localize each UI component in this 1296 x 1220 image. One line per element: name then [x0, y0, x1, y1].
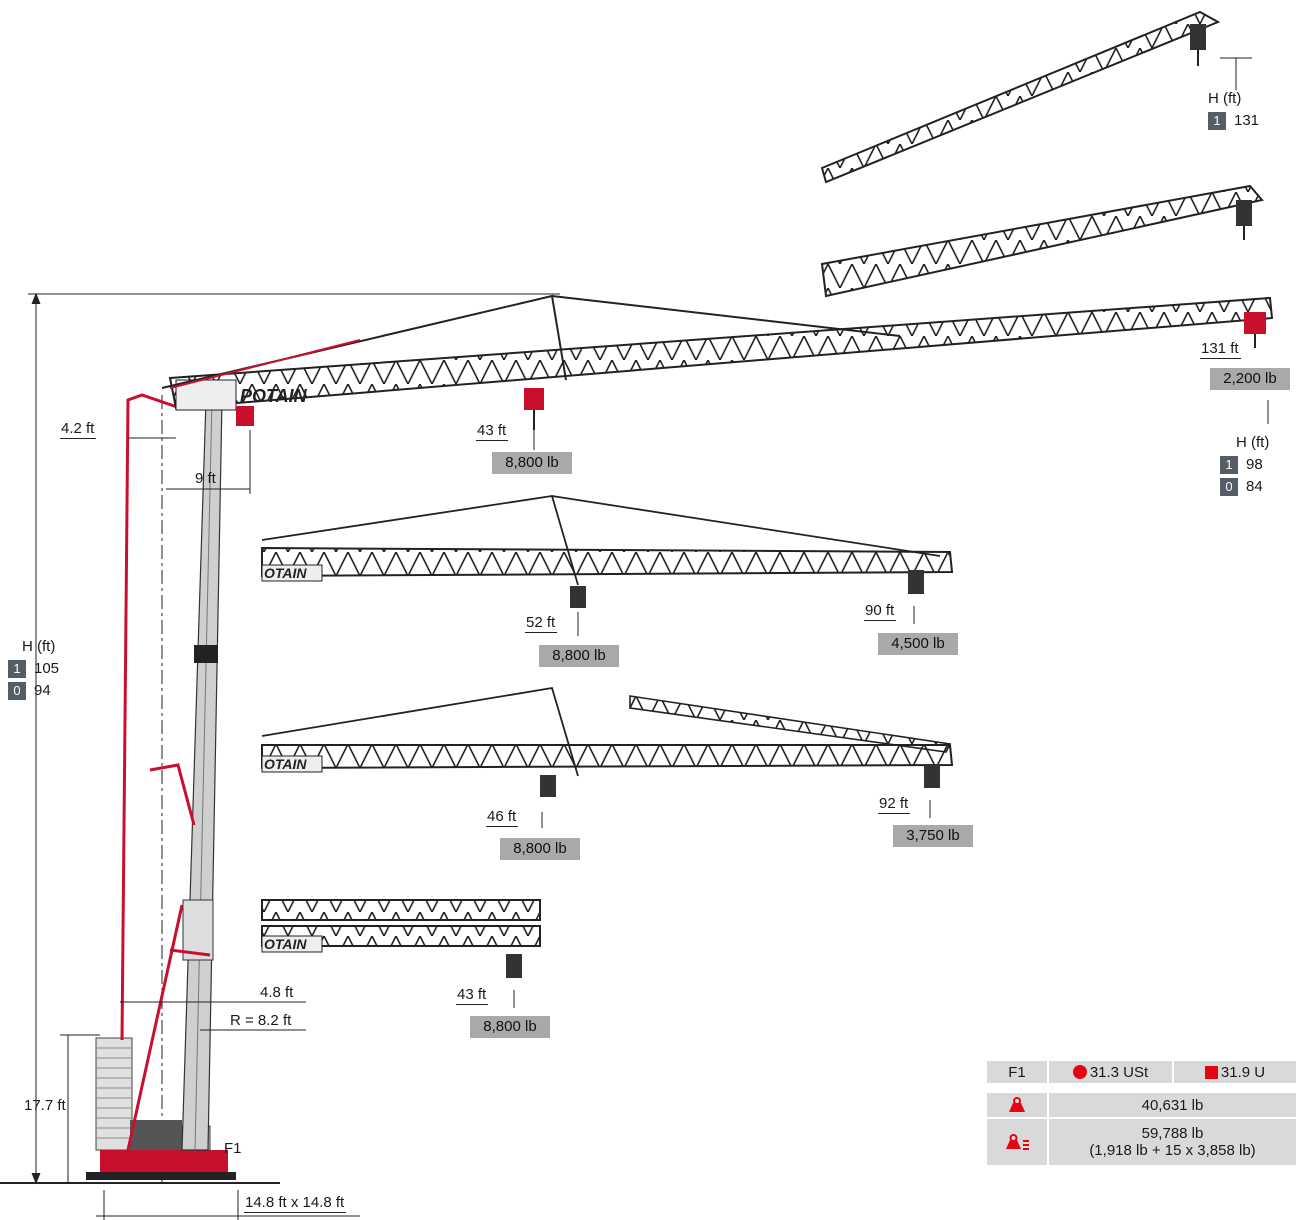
luffing-jib-upper [820, 10, 1221, 184]
ballast-height-dimension [60, 1034, 100, 1183]
main-inner-radius: 43 ft [476, 422, 509, 441]
height-code-badge: 0 [1220, 478, 1238, 496]
trolley-icon-middle [1236, 200, 1252, 240]
folded-radius: 43 ft [456, 986, 489, 1005]
height-value: 84 [1246, 478, 1263, 495]
main-jib-height-block: H (ft) 1 98 0 84 [1220, 432, 1269, 498]
trolley-icon-upper [1190, 24, 1206, 66]
main-tip-radius: 131 ft [1200, 340, 1241, 359]
trolley-icon-90-tip [908, 570, 924, 594]
height-dimension [28, 292, 560, 1185]
spec-header-col2-value: 31.3 USt [1089, 1063, 1149, 1081]
top-jib-height-block: H (ft) 1 131 [1208, 88, 1259, 132]
height-row: 1 131 [1208, 110, 1259, 132]
height-label: H (ft) [1208, 90, 1242, 107]
base-dimension-label: 14.8 ft x 14.8 ft [244, 1194, 347, 1213]
jib90-inner-radius: 52 ft [525, 614, 558, 633]
spec-header-row: F1 31.3 USt 31.9 U [987, 1061, 1296, 1083]
main-jib: POTAIN [161, 294, 1274, 430]
jib90-tip-load: 4,500 lb [878, 633, 958, 655]
trolley-icon-92-inner [540, 775, 556, 797]
trolley-icon-main-inner [524, 388, 544, 430]
spec-header-col3-value: 31.9 U [1220, 1063, 1266, 1081]
spec-weight-value: 40,631 lb [1141, 1096, 1204, 1114]
spec-weight-row: 40,631 lb [987, 1093, 1296, 1117]
height-code-badge: 1 [1208, 112, 1226, 130]
tie-offset-dimension: 4.2 ft [60, 420, 97, 439]
main-tip-load: 2,200 lb [1210, 368, 1290, 390]
svg-text:OTAIN: OTAIN [264, 756, 307, 772]
height-label: H (ft) [22, 638, 56, 655]
height-code-badge: 1 [1220, 456, 1238, 474]
base-dimension [96, 1190, 360, 1220]
luffing-jib-middle [820, 184, 1264, 298]
jib92-tip-radius: 92 ft [878, 795, 911, 814]
trolley-icon-90-inner [570, 586, 586, 608]
height-row: 0 84 [1220, 476, 1269, 498]
jib90-inner-load: 8,800 lb [539, 645, 619, 667]
circle-icon [1072, 1065, 1087, 1079]
spec-header-col3: 31.9 U [1174, 1061, 1296, 1083]
height-row: 1 98 [1220, 454, 1269, 476]
square-icon [1204, 1065, 1218, 1079]
trolley-icon-folded [506, 954, 522, 978]
tail-offset-dimension: 4.8 ft [260, 984, 294, 1001]
folded-load: 8,800 lb [470, 1016, 550, 1038]
svg-text:OTAIN: OTAIN [264, 565, 307, 581]
height-value: 131 [1234, 112, 1260, 129]
spec-table: F1 31.3 USt 31.9 U 40,631 lb 59,788 lb (… [987, 1061, 1296, 1176]
mast [181, 399, 223, 1151]
spec-ballast-total: 59,788 lb [1141, 1125, 1204, 1142]
ballast-stack [95, 1037, 133, 1151]
jib90-tip-radius: 90 ft [864, 602, 897, 621]
svg-text:OTAIN: OTAIN [264, 936, 307, 952]
height-value: 98 [1246, 456, 1263, 473]
height-value: 94 [34, 682, 51, 699]
spec-ballast-value: 59,788 lb (1,918 lb + 15 x 3,858 lb) [1049, 1119, 1296, 1165]
trolley-icon-main-mast [236, 406, 254, 426]
jib92-inner-load: 8,800 lb [500, 838, 580, 860]
jib92-inner-radius: 46 ft [486, 808, 519, 827]
radius-dimension: R = 8.2 ft [230, 1012, 292, 1029]
jib-folded: OTAIN [261, 899, 541, 978]
ballast-weight-icon [987, 1119, 1049, 1165]
jib92-tip-load: 3,750 lb [893, 825, 973, 847]
trolley-icon-92-tip [924, 764, 940, 788]
force-label: F1 [224, 1140, 242, 1157]
red-stays [120, 393, 211, 1151]
weight-icon [987, 1093, 1049, 1117]
ballast-height-dimension-label: 17.7 ft [24, 1097, 66, 1114]
jib-92ft: OTAIN [261, 686, 954, 797]
spec-ballast-row: 59,788 lb (1,918 lb + 15 x 3,858 lb) [987, 1119, 1296, 1165]
height-value: 105 [34, 660, 60, 677]
spec-ballast-breakdown: (1,918 lb + 15 x 3,858 lb) [1089, 1142, 1256, 1159]
spec-header-f1: F1 [987, 1061, 1049, 1083]
jib-90ft: OTAIN [261, 494, 954, 608]
height-row: 0 94 [8, 680, 59, 702]
potain-logo: POTAIN [240, 386, 308, 406]
trolley-icon-main-tip [1244, 312, 1266, 348]
main-inner-load: 8,800 lb [492, 452, 572, 474]
mast-height-block: H (ft) 1 105 0 94 [8, 636, 59, 702]
spec-header-col2: 31.3 USt [1049, 1061, 1174, 1083]
height-code-badge: 1 [8, 660, 26, 678]
height-code-badge: 0 [8, 682, 26, 700]
jib-offset-dimension: 9 ft [195, 470, 216, 487]
height-row: 1 105 [8, 658, 59, 680]
height-label: H (ft) [1236, 434, 1270, 451]
